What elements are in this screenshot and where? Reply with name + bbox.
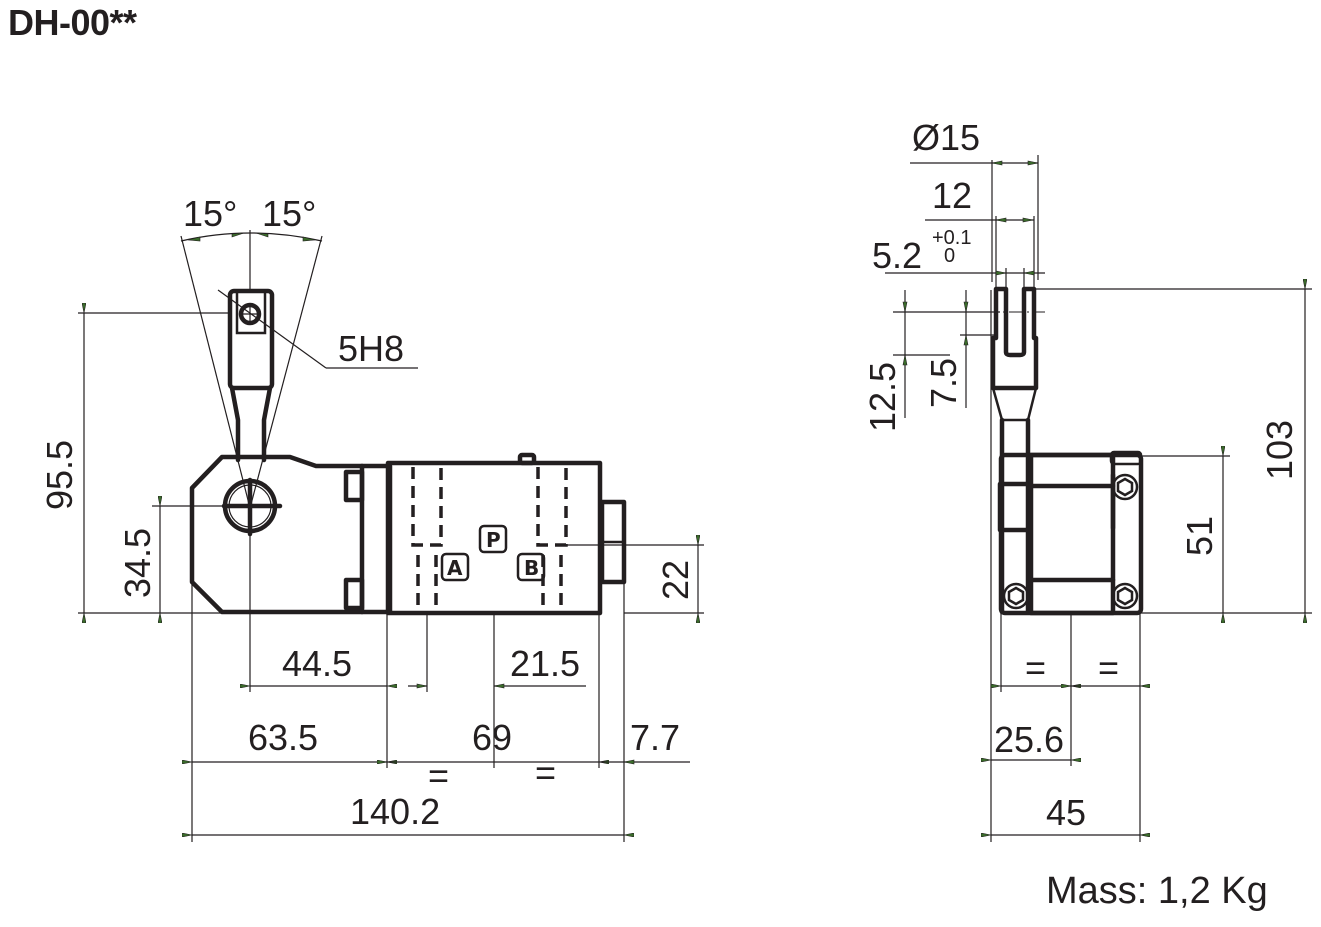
dim-overall-length: 140.2 [350,791,440,832]
dim-hole-pos: 7.5 [923,358,964,408]
port-b-label: B [524,556,539,580]
dim-port-offset: 21.5 [510,643,580,684]
dim-slot-tol-lower: 0 [944,245,955,267]
dim-overall-width: 45 [1046,792,1086,833]
angle-right-label: 15° [262,193,316,234]
port-a-label: A [447,556,463,580]
dim-height-total: 95.5 [39,440,80,510]
drawing-title: DH-00** [8,2,137,43]
mass-label: Mass: 1,2 Kg [1046,870,1268,912]
dim-height-pivot: 34.5 [117,528,158,598]
side-equal-left: = [1025,647,1046,688]
dim-body-height: 51 [1179,516,1220,556]
port-p-label: P [486,528,501,552]
dim-plug: 7.7 [630,717,680,758]
dim-port-height: 22 [655,560,696,600]
dim-diameter: Ø15 [912,117,980,158]
equal-mark-left: = [428,755,449,796]
dim-handle-section: 63.5 [248,717,318,758]
dim-handle-offset: 25.6 [994,719,1064,760]
hole-callout-label: 5H8 [338,328,404,369]
dim-pivot-to-body: 44.5 [282,643,352,684]
dim-slot-tol-upper: +0.1 [932,227,971,249]
dim-total-height: 103 [1259,420,1300,480]
front-view: 15° 15° 5H8 P [39,193,704,842]
dim-body-width: 69 [472,717,512,758]
side-view: Ø15 12 5.2 +0.1 0 [862,117,1312,842]
side-equal-right: = [1098,647,1119,688]
dim-fork-width: 12 [932,175,972,216]
angle-left-label: 15° [183,193,237,234]
equal-mark-right: = [535,752,556,793]
dim-slot-depth: 12.5 [862,362,903,432]
dim-slot: 5.2 [872,235,922,276]
